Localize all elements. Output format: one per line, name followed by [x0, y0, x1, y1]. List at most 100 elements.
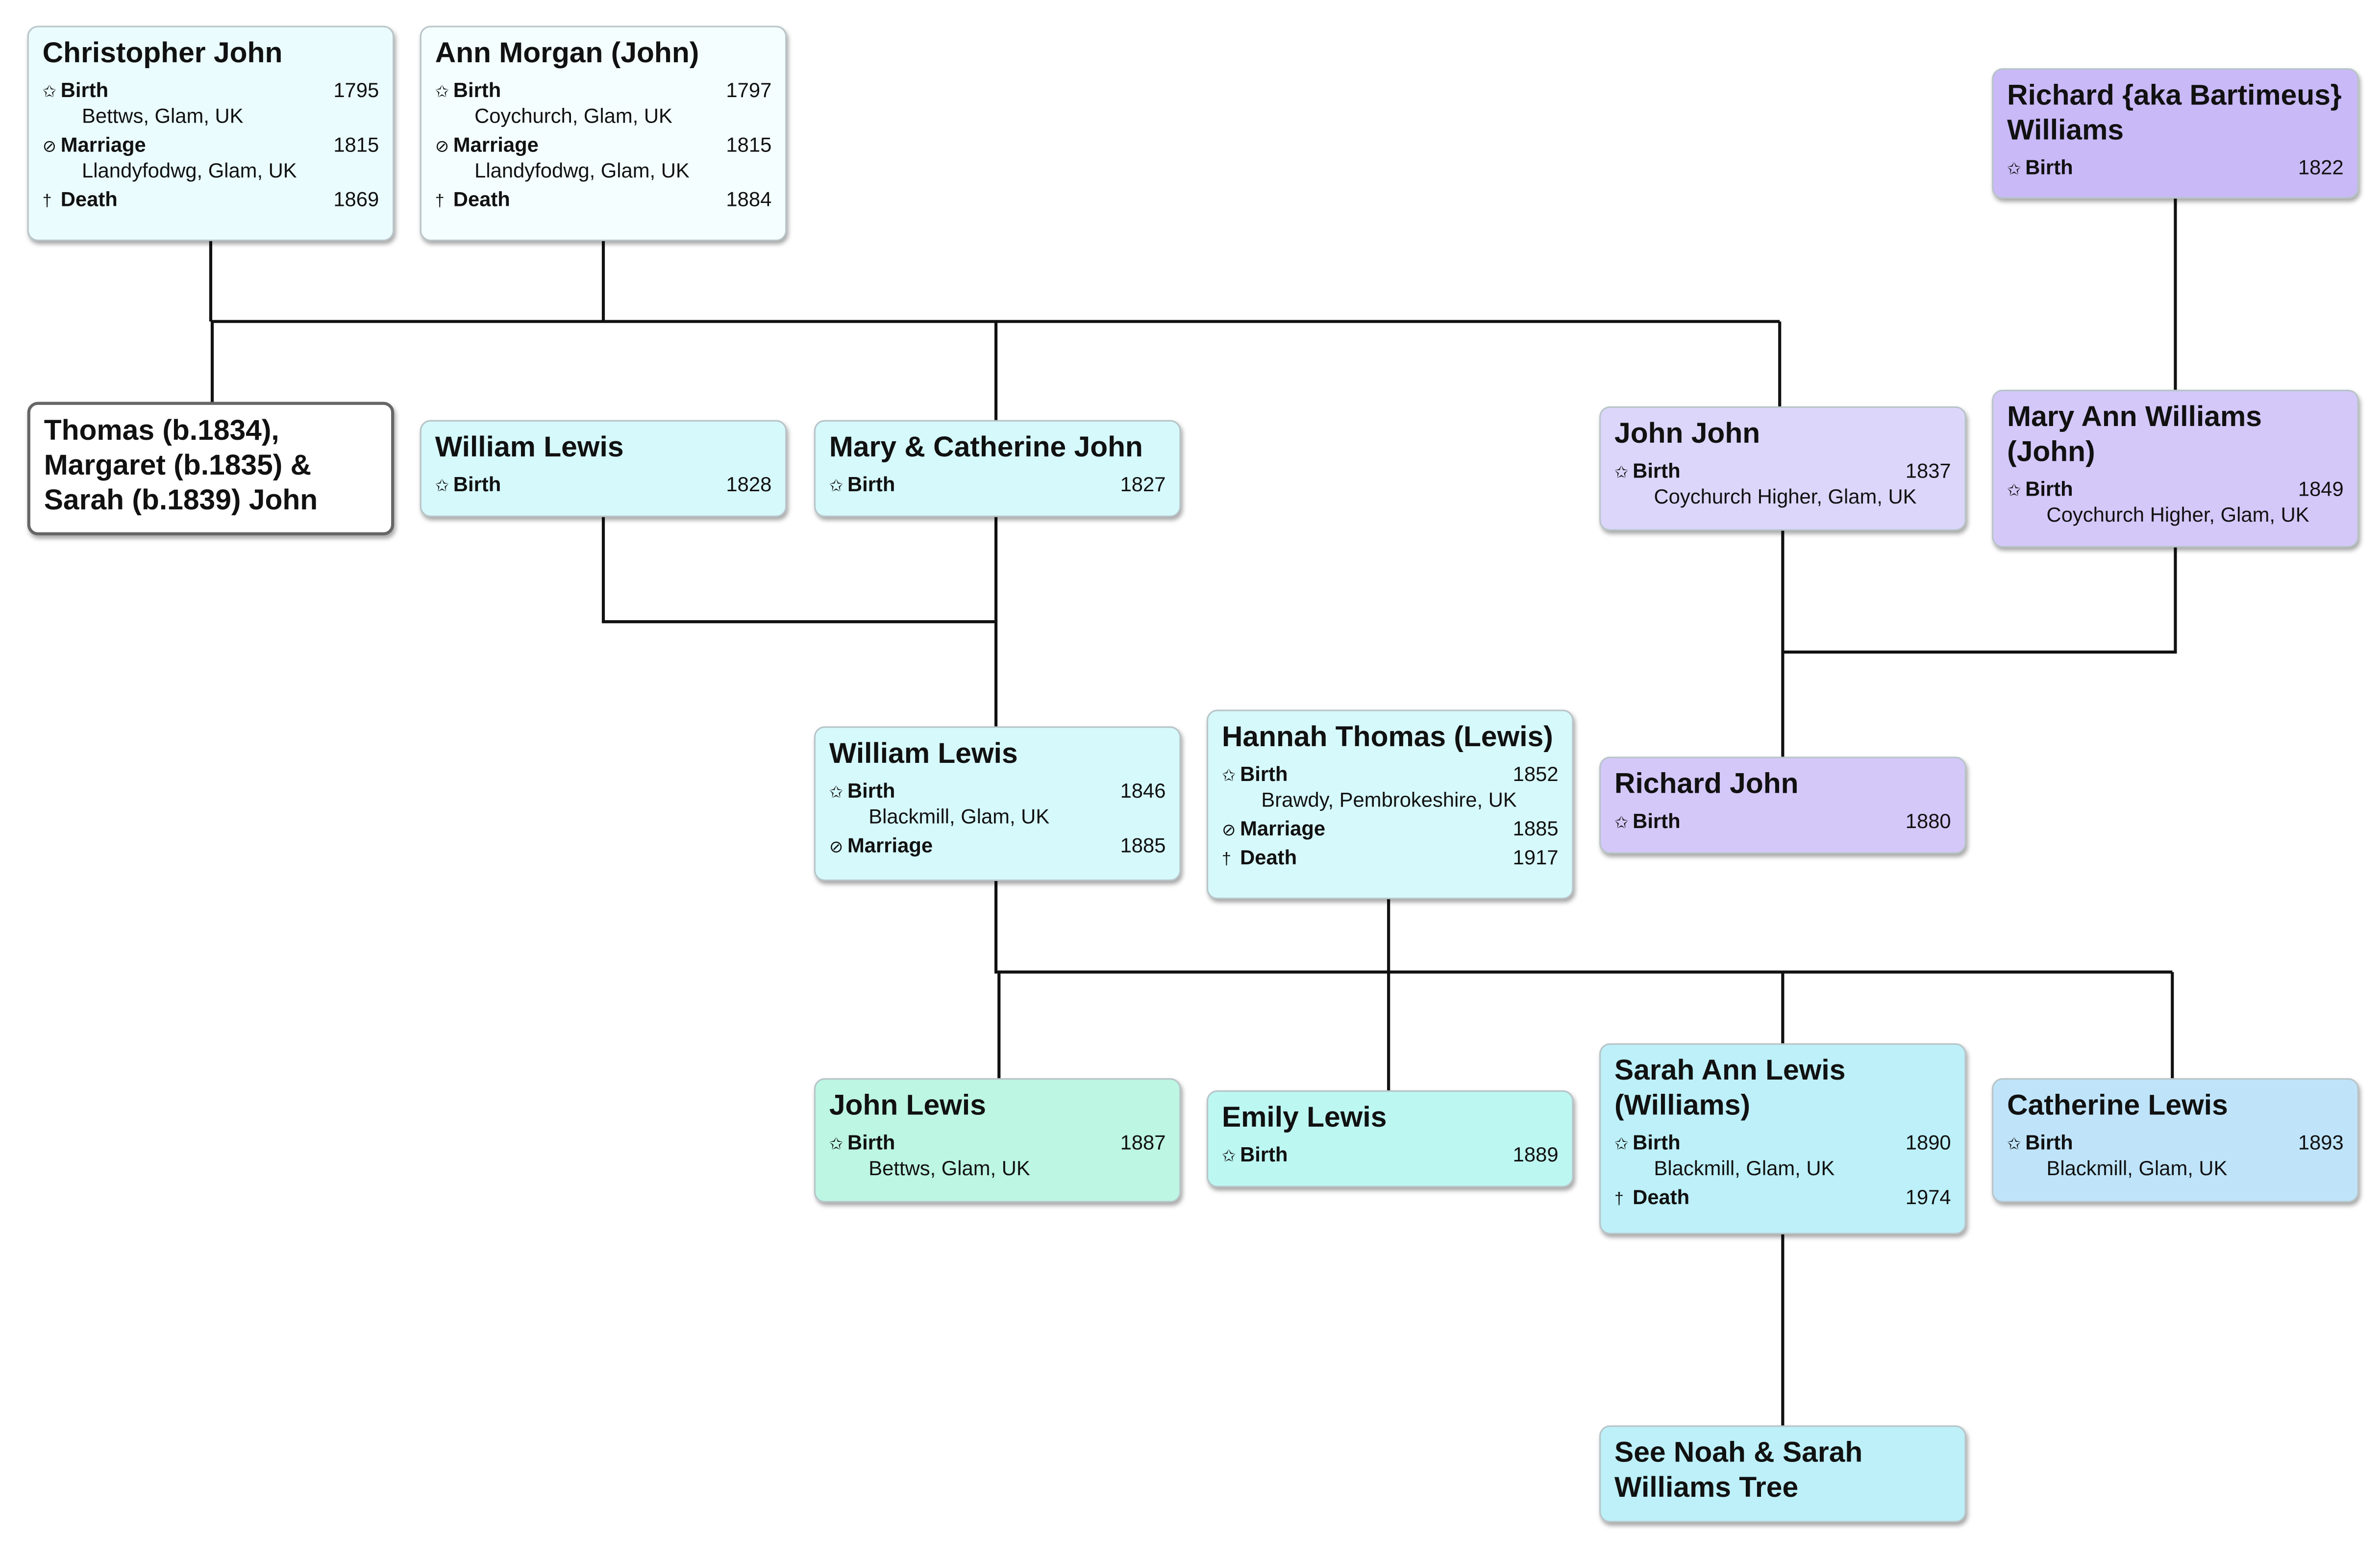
event-label: Birth [2025, 156, 2073, 179]
connector-john-williams [1781, 529, 2177, 758]
event-label: Marriage [453, 133, 539, 156]
event-year: 1827 [1120, 473, 1166, 496]
cross-icon: † [1614, 1190, 1624, 1209]
person-name: Mary & Catherine John [829, 432, 1143, 464]
rings-icon: ⊘ [435, 138, 449, 156]
event-year: 1887 [1120, 1131, 1166, 1154]
event-label: Marriage [847, 834, 933, 857]
person-card-emily-lewis[interactable]: Emily Lewis ✩Birth 1889 [1207, 1090, 1574, 1187]
event-year: 1893 [2298, 1131, 2344, 1154]
star-icon: ✩ [829, 1135, 843, 1154]
event-year: 1852 [1512, 762, 1559, 786]
star-icon: ✩ [829, 784, 843, 803]
birth-event: ✩Birth 1849 [2007, 476, 2344, 502]
event-label: Death [1240, 846, 1297, 869]
star-icon: ✩ [2007, 1135, 2021, 1154]
birth-event: ✩Birth 1795 [43, 77, 379, 103]
birth-event: ✩Birth 1889 [1222, 1142, 1559, 1168]
event-place: Bettws, Glam, UK [82, 104, 244, 127]
star-icon: ✩ [1614, 814, 1629, 833]
event-year: 1849 [2298, 478, 2344, 501]
star-icon: ✩ [1614, 1135, 1629, 1154]
rings-icon: ⊘ [1221, 822, 1236, 840]
star-icon: ✩ [42, 83, 57, 102]
event-label: Death [1633, 1185, 1690, 1209]
event-label: Birth [1240, 762, 1288, 786]
event-year: 1797 [726, 78, 772, 102]
star-icon: ✩ [1614, 464, 1629, 482]
event-label: Birth [2025, 1131, 2073, 1154]
event-label: Birth [1633, 809, 1681, 833]
event-year: 1795 [333, 78, 379, 102]
event-place: Llandyfodwg, Glam, UK [474, 159, 690, 182]
birth-event: ✩Birth 1893 [2007, 1130, 2344, 1156]
rings-icon: ⊘ [829, 838, 843, 857]
event-label: Marriage [1240, 817, 1326, 840]
death-event: † Death 1869 [43, 186, 379, 212]
event-year: 1974 [1905, 1185, 1951, 1209]
link-text: See Noah & Sarah Williams Tree [1614, 1437, 1863, 1505]
person-name: Christopher John [42, 38, 283, 70]
birth-event: ✩Birth 1887 [829, 1130, 1166, 1156]
event-label: Birth [60, 78, 109, 102]
event-year: 1917 [1512, 846, 1559, 869]
event-place: Blackmill, Glam, UK [868, 805, 1050, 828]
event-label: Birth [2025, 478, 2073, 501]
person-name: Hannah Thomas (Lewis) [1221, 722, 1553, 754]
cross-icon: † [42, 192, 52, 211]
event-year: 1889 [1512, 1143, 1559, 1166]
person-name: Richard John [1614, 769, 1799, 801]
person-card-christopher-john[interactable]: Christopher John ✩Birth 1795 Bettws, Glam… [27, 25, 395, 241]
star-icon: ✩ [2007, 160, 2021, 179]
person-name: Emily Lewis [1221, 1102, 1387, 1134]
event-label: Birth [453, 78, 501, 102]
event-year: 1885 [1120, 834, 1166, 857]
event-year: 1880 [1905, 809, 1951, 833]
event-label: Death [60, 188, 118, 211]
person-card-richard-john[interactable]: Richard John ✩Birth 1880 [1599, 756, 1966, 854]
marriage-event: ⊘Marriage 1815 [43, 132, 379, 158]
rings-icon: ⊘ [42, 138, 57, 156]
event-place: Llandyfodwg, Glam, UK [82, 159, 297, 182]
connector-john-children [210, 321, 1782, 422]
person-name: William Lewis [829, 738, 1018, 771]
star-icon: ✩ [1221, 1148, 1236, 1166]
person-name: Richard {aka Bartimeus} Williams [2007, 80, 2342, 148]
connector-lewis-parents [601, 515, 998, 728]
event-year: 1815 [333, 133, 379, 156]
birth-event: ✩Birth 1880 [1614, 808, 1951, 834]
cross-icon: † [435, 192, 445, 211]
event-label: Birth [847, 779, 895, 803]
event-year: 1828 [726, 473, 772, 496]
event-year: 1869 [333, 188, 379, 211]
star-icon: ✩ [829, 478, 843, 496]
event-label: Birth [847, 1131, 895, 1154]
link-card-noah-sarah-williams-tree[interactable]: See Noah & Sarah Williams Tree [1599, 1425, 1966, 1523]
star-icon: ✩ [1221, 767, 1236, 786]
person-name: Catherine Lewis [2007, 1090, 2228, 1122]
event-label: Birth [1633, 1131, 1681, 1154]
person-name: Ann Morgan (John) [435, 38, 699, 70]
event-label: Marriage [60, 133, 146, 156]
event-label: Birth [1240, 1143, 1288, 1166]
star-icon: ✩ [2007, 482, 2021, 501]
event-label: Death [453, 188, 510, 211]
note-card-john-siblings[interactable]: Thomas (b.1834), Margaret (b.1835) & Sar… [27, 402, 395, 535]
